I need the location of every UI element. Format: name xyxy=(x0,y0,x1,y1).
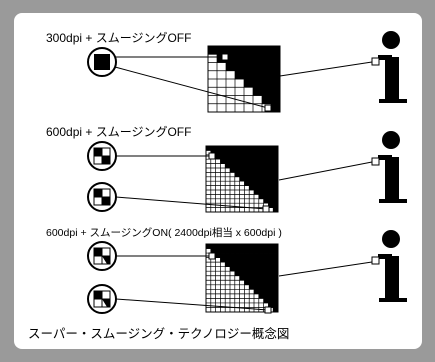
letter-i-glyph-1 xyxy=(371,31,407,103)
magnifier-circle-600dpi-a xyxy=(87,141,117,171)
section-3-label: 600dpi + スムージングON( 2400dpi相当 x 600dpi ) xyxy=(46,226,282,239)
callout-marker xyxy=(264,104,272,112)
magnifier-circle-300dpi xyxy=(87,47,117,77)
connector-line xyxy=(114,66,269,109)
connector-line xyxy=(115,196,267,210)
callout-marker xyxy=(208,152,216,160)
callout-marker xyxy=(264,306,272,314)
magnifier-circle-smoothing-a xyxy=(87,241,117,271)
section-2-label: 600dpi + スムージングOFF xyxy=(46,125,191,139)
section-1-label: 300dpi + スムージングOFF xyxy=(46,31,191,45)
magnifier-circle-smoothing-b xyxy=(87,284,117,314)
pixel-grid-300dpi xyxy=(207,45,281,113)
connector-line xyxy=(279,61,373,77)
pixel-grid-600dpi-smoothing xyxy=(205,243,279,313)
magnifier-circle-600dpi-b xyxy=(87,182,117,212)
callout-marker xyxy=(262,205,270,213)
letter-i-glyph-3 xyxy=(371,230,407,302)
connector-line xyxy=(115,298,269,311)
letter-i-glyph-2 xyxy=(371,131,407,203)
callout-marker xyxy=(221,53,229,61)
callout-marker xyxy=(208,252,216,260)
connector-line xyxy=(278,161,373,181)
pixel-grid-600dpi xyxy=(205,145,279,213)
connector-line xyxy=(278,261,373,277)
figure-caption: スーパー・スムージング・テクノロジー概念図 xyxy=(28,326,289,341)
